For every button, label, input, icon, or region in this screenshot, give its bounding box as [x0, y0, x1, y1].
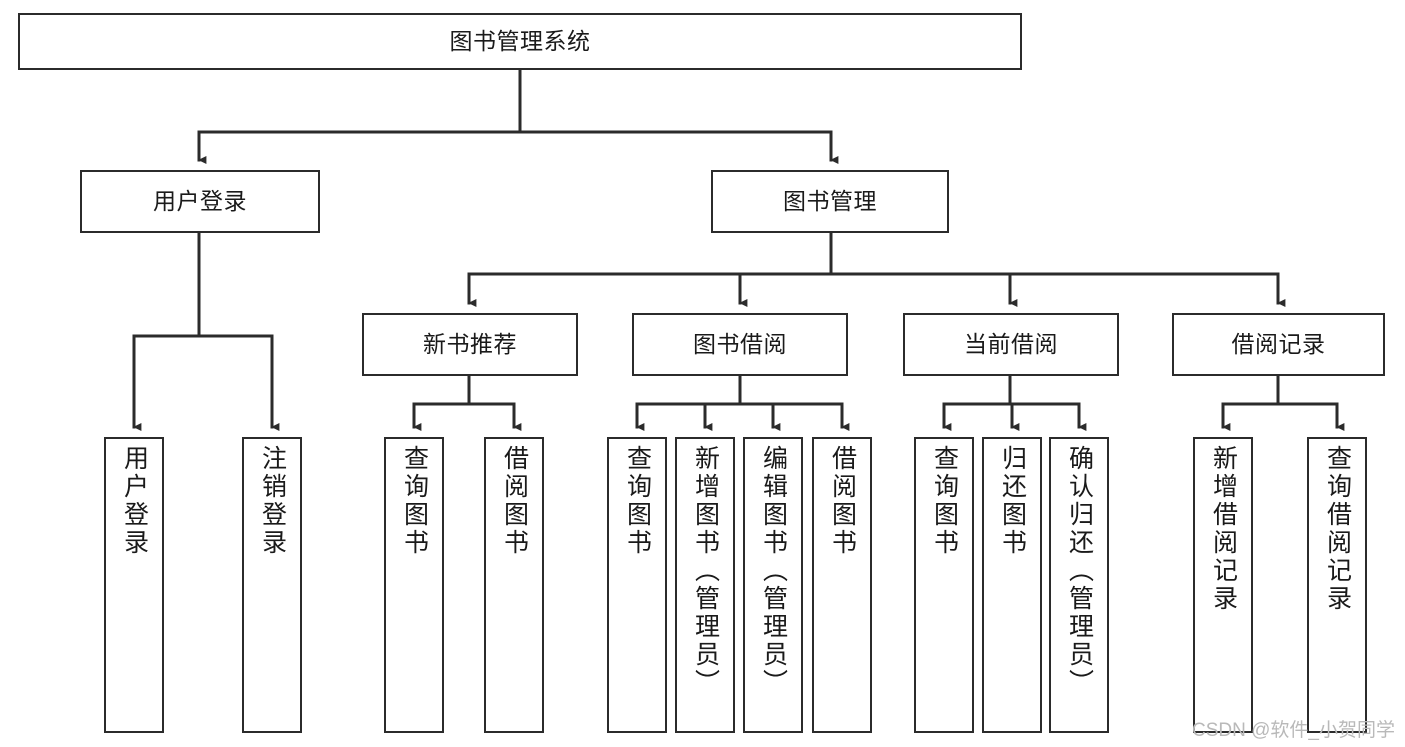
node-leaf-query-book-1[interactable]: 查询图书 [384, 437, 444, 733]
node-user-login[interactable]: 用户登录 [80, 170, 320, 233]
node-leaf-add-book-label: 新增图书（管理员） [691, 445, 720, 697]
node-leaf-query-book-3-label: 查询图书 [930, 445, 959, 557]
node-book-management-label: 图书管理 [783, 187, 877, 214]
node-leaf-borrow-book-1[interactable]: 借阅图书 [484, 437, 544, 733]
node-leaf-query-book-2[interactable]: 查询图书 [607, 437, 667, 733]
node-leaf-edit-book[interactable]: 编辑图书（管理员） [743, 437, 803, 733]
node-current-borrow[interactable]: 当前借阅 [903, 313, 1119, 376]
node-leaf-logout-login-label: 注销登录 [258, 445, 287, 557]
node-leaf-user-login[interactable]: 用户登录 [104, 437, 164, 733]
node-leaf-query-book-2-label: 查询图书 [623, 445, 652, 557]
node-borrow-record[interactable]: 借阅记录 [1172, 313, 1385, 376]
node-new-book-recommend[interactable]: 新书推荐 [362, 313, 578, 376]
node-leaf-edit-book-label: 编辑图书（管理员） [759, 445, 788, 697]
node-book-management[interactable]: 图书管理 [711, 170, 949, 233]
node-leaf-user-login-label: 用户登录 [120, 445, 149, 557]
node-leaf-query-record-label: 查询借阅记录 [1323, 445, 1352, 613]
node-book-borrow[interactable]: 图书借阅 [632, 313, 848, 376]
node-leaf-confirm-return-label: 确认归还（管理员） [1065, 445, 1094, 697]
node-leaf-query-record[interactable]: 查询借阅记录 [1307, 437, 1367, 733]
node-root[interactable]: 图书管理系统 [18, 13, 1022, 70]
node-leaf-query-book-1-label: 查询图书 [400, 445, 429, 557]
node-leaf-add-book[interactable]: 新增图书（管理员） [675, 437, 735, 733]
node-leaf-add-record-label: 新增借阅记录 [1209, 445, 1238, 613]
node-user-login-label: 用户登录 [153, 187, 247, 214]
node-leaf-logout-login[interactable]: 注销登录 [242, 437, 302, 733]
node-current-borrow-label: 当前借阅 [964, 330, 1058, 357]
node-borrow-record-label: 借阅记录 [1231, 330, 1326, 357]
node-leaf-query-book-3[interactable]: 查询图书 [914, 437, 974, 733]
node-root-label: 图书管理系统 [449, 27, 591, 54]
node-leaf-borrow-book-2-label: 借阅图书 [828, 445, 857, 557]
node-leaf-add-record[interactable]: 新增借阅记录 [1193, 437, 1253, 733]
node-new-book-recommend-label: 新书推荐 [423, 330, 517, 357]
node-leaf-borrow-book-2[interactable]: 借阅图书 [812, 437, 872, 733]
node-leaf-return-book-label: 归还图书 [998, 445, 1027, 557]
node-leaf-borrow-book-1-label: 借阅图书 [500, 445, 529, 557]
node-book-borrow-label: 图书借阅 [693, 330, 787, 357]
node-leaf-confirm-return[interactable]: 确认归还（管理员） [1049, 437, 1109, 733]
node-leaf-return-book[interactable]: 归还图书 [982, 437, 1042, 733]
